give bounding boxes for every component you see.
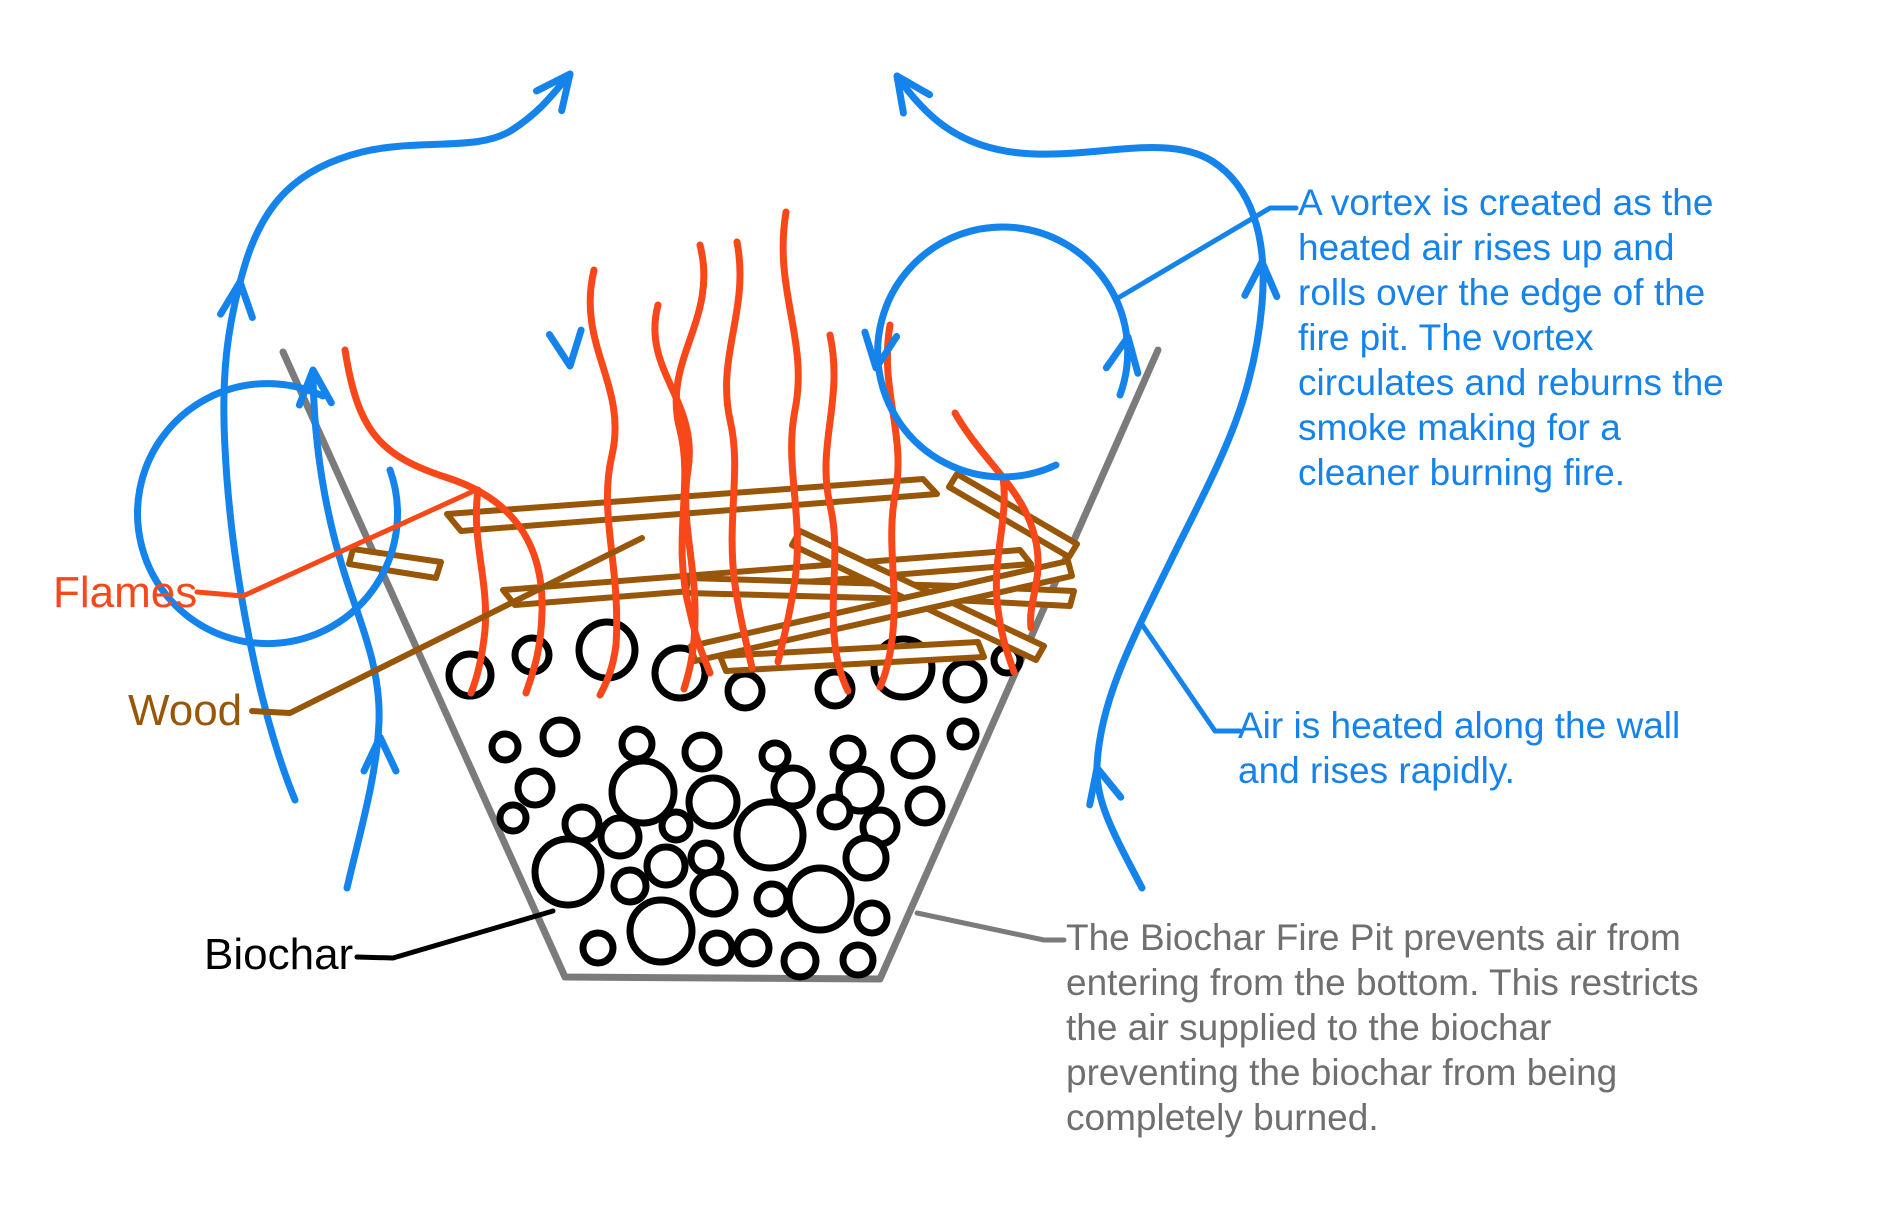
pit-leader-line	[914, 910, 1067, 943]
flame-stroke	[774, 208, 802, 666]
biochar-lump	[835, 765, 885, 815]
biochar-lump	[681, 731, 723, 773]
biochar-lump	[597, 814, 643, 860]
biochar-lumps	[445, 618, 1024, 981]
flame-stroke	[876, 321, 902, 691]
biochar-lump	[626, 896, 696, 966]
arrowhead-up-icon	[217, 278, 256, 321]
annotation-line: preventing the biochar from being	[1066, 1052, 1618, 1093]
air-stream-right	[893, 72, 1267, 892]
arrowhead-up-icon	[1241, 258, 1281, 301]
biochar-lump	[753, 880, 791, 918]
flames	[341, 208, 1042, 699]
biochar-lump	[579, 929, 617, 967]
flame-stroke	[992, 473, 1018, 676]
wood-sticks	[346, 471, 1080, 674]
air-stream-left-wall	[309, 371, 383, 892]
biochar-lump	[608, 757, 678, 827]
biochar-leader-line	[354, 908, 556, 961]
arrowhead-up-icon	[532, 70, 574, 115]
annotation-line: cleaner burning fire.	[1298, 452, 1626, 493]
air-stream-left-outer	[220, 70, 574, 804]
annotation-line: A vortex is created as the	[1298, 182, 1714, 223]
biochar-lump	[687, 839, 725, 877]
biochar-lump	[698, 929, 736, 967]
annotation-line: The Biochar Fire Pit prevents air from	[1066, 917, 1681, 958]
vortex-circle-right	[874, 223, 1132, 481]
biochar-lump	[618, 725, 656, 763]
biochar-lump	[946, 717, 980, 751]
biochar-lump	[531, 835, 605, 909]
arrowhead-up-icon	[1086, 764, 1125, 809]
flame-stroke	[672, 241, 714, 677]
annotation-line: entering from the bottom. This restricts	[1066, 962, 1699, 1003]
air-flow-streams	[134, 70, 1281, 892]
arrowhead-down-icon	[861, 328, 901, 372]
annotation-line: completely burned.	[1066, 1097, 1379, 1138]
pit-annotation: The Biochar Fire Pit prevents air from e…	[1066, 915, 1699, 1140]
biochar-lump	[758, 739, 792, 773]
biochar-lump	[853, 899, 891, 937]
biochar-lump	[904, 785, 946, 827]
biochar-lump	[829, 734, 867, 772]
biochar-lump	[643, 843, 689, 889]
biochar-lump	[733, 928, 773, 968]
wood-stick	[346, 546, 444, 581]
air-annotation: Air is heated along the wall and rises r…	[1238, 703, 1680, 793]
biochar-lump	[689, 868, 739, 918]
wood-leader-line	[249, 535, 645, 716]
flame-stroke	[586, 266, 621, 699]
vortex-circle-left	[134, 380, 401, 647]
biochar-lump	[539, 716, 581, 758]
arrowhead-up-icon	[295, 366, 335, 409]
vortex-leader-line	[1115, 205, 1299, 301]
biochar-lump	[658, 808, 694, 844]
flame-stroke	[951, 409, 1042, 632]
annotation-line: circulates and reburns the	[1298, 362, 1724, 403]
arrowhead-up-icon	[360, 733, 400, 775]
biochar-lump	[816, 793, 854, 831]
vortex-annotation: A vortex is created as the heated air ri…	[1298, 180, 1724, 495]
arrowhead-up-icon	[1102, 333, 1142, 377]
flames-leader-line	[194, 487, 479, 599]
flames-label: Flames	[53, 568, 198, 617]
flame-stroke	[723, 238, 756, 672]
biochar-lump	[733, 798, 807, 872]
biochar-lump	[685, 774, 741, 830]
annotation-line: fire pit. The vortex	[1298, 317, 1594, 358]
flame-stroke	[822, 331, 852, 695]
flame-stroke	[341, 346, 546, 697]
biochar-lump	[724, 670, 766, 712]
biochar-lump	[890, 734, 936, 780]
biochar-lump	[488, 730, 522, 764]
annotation-line: the air supplied to the biochar	[1066, 1007, 1552, 1048]
biochar-label: Biochar	[204, 930, 354, 979]
biochar-lump	[780, 941, 820, 981]
annotation-line: smoke making for a	[1298, 407, 1621, 448]
biochar-lump	[496, 801, 530, 835]
biochar-lump	[514, 767, 556, 809]
wood-stick	[946, 471, 1080, 560]
biochar-lump	[770, 764, 816, 810]
wood-stick	[444, 476, 940, 534]
biochar-lump	[610, 866, 650, 906]
annotation-line: heated air rises up and	[1298, 227, 1675, 268]
arrowhead-down-icon	[545, 326, 585, 370]
air-leader-line	[1138, 620, 1243, 734]
biochar-lump	[839, 941, 877, 979]
biochar-lump	[785, 864, 855, 934]
annotation-line: rolls over the edge of the	[1298, 272, 1706, 313]
biochar-lump	[842, 834, 890, 882]
arrowhead-up-icon	[893, 72, 934, 117]
wood-label: Wood	[128, 686, 243, 735]
biochar-lump	[942, 658, 988, 704]
annotation-line: Air is heated along the wall	[1238, 705, 1681, 746]
annotation-line: and rises rapidly.	[1238, 750, 1515, 791]
